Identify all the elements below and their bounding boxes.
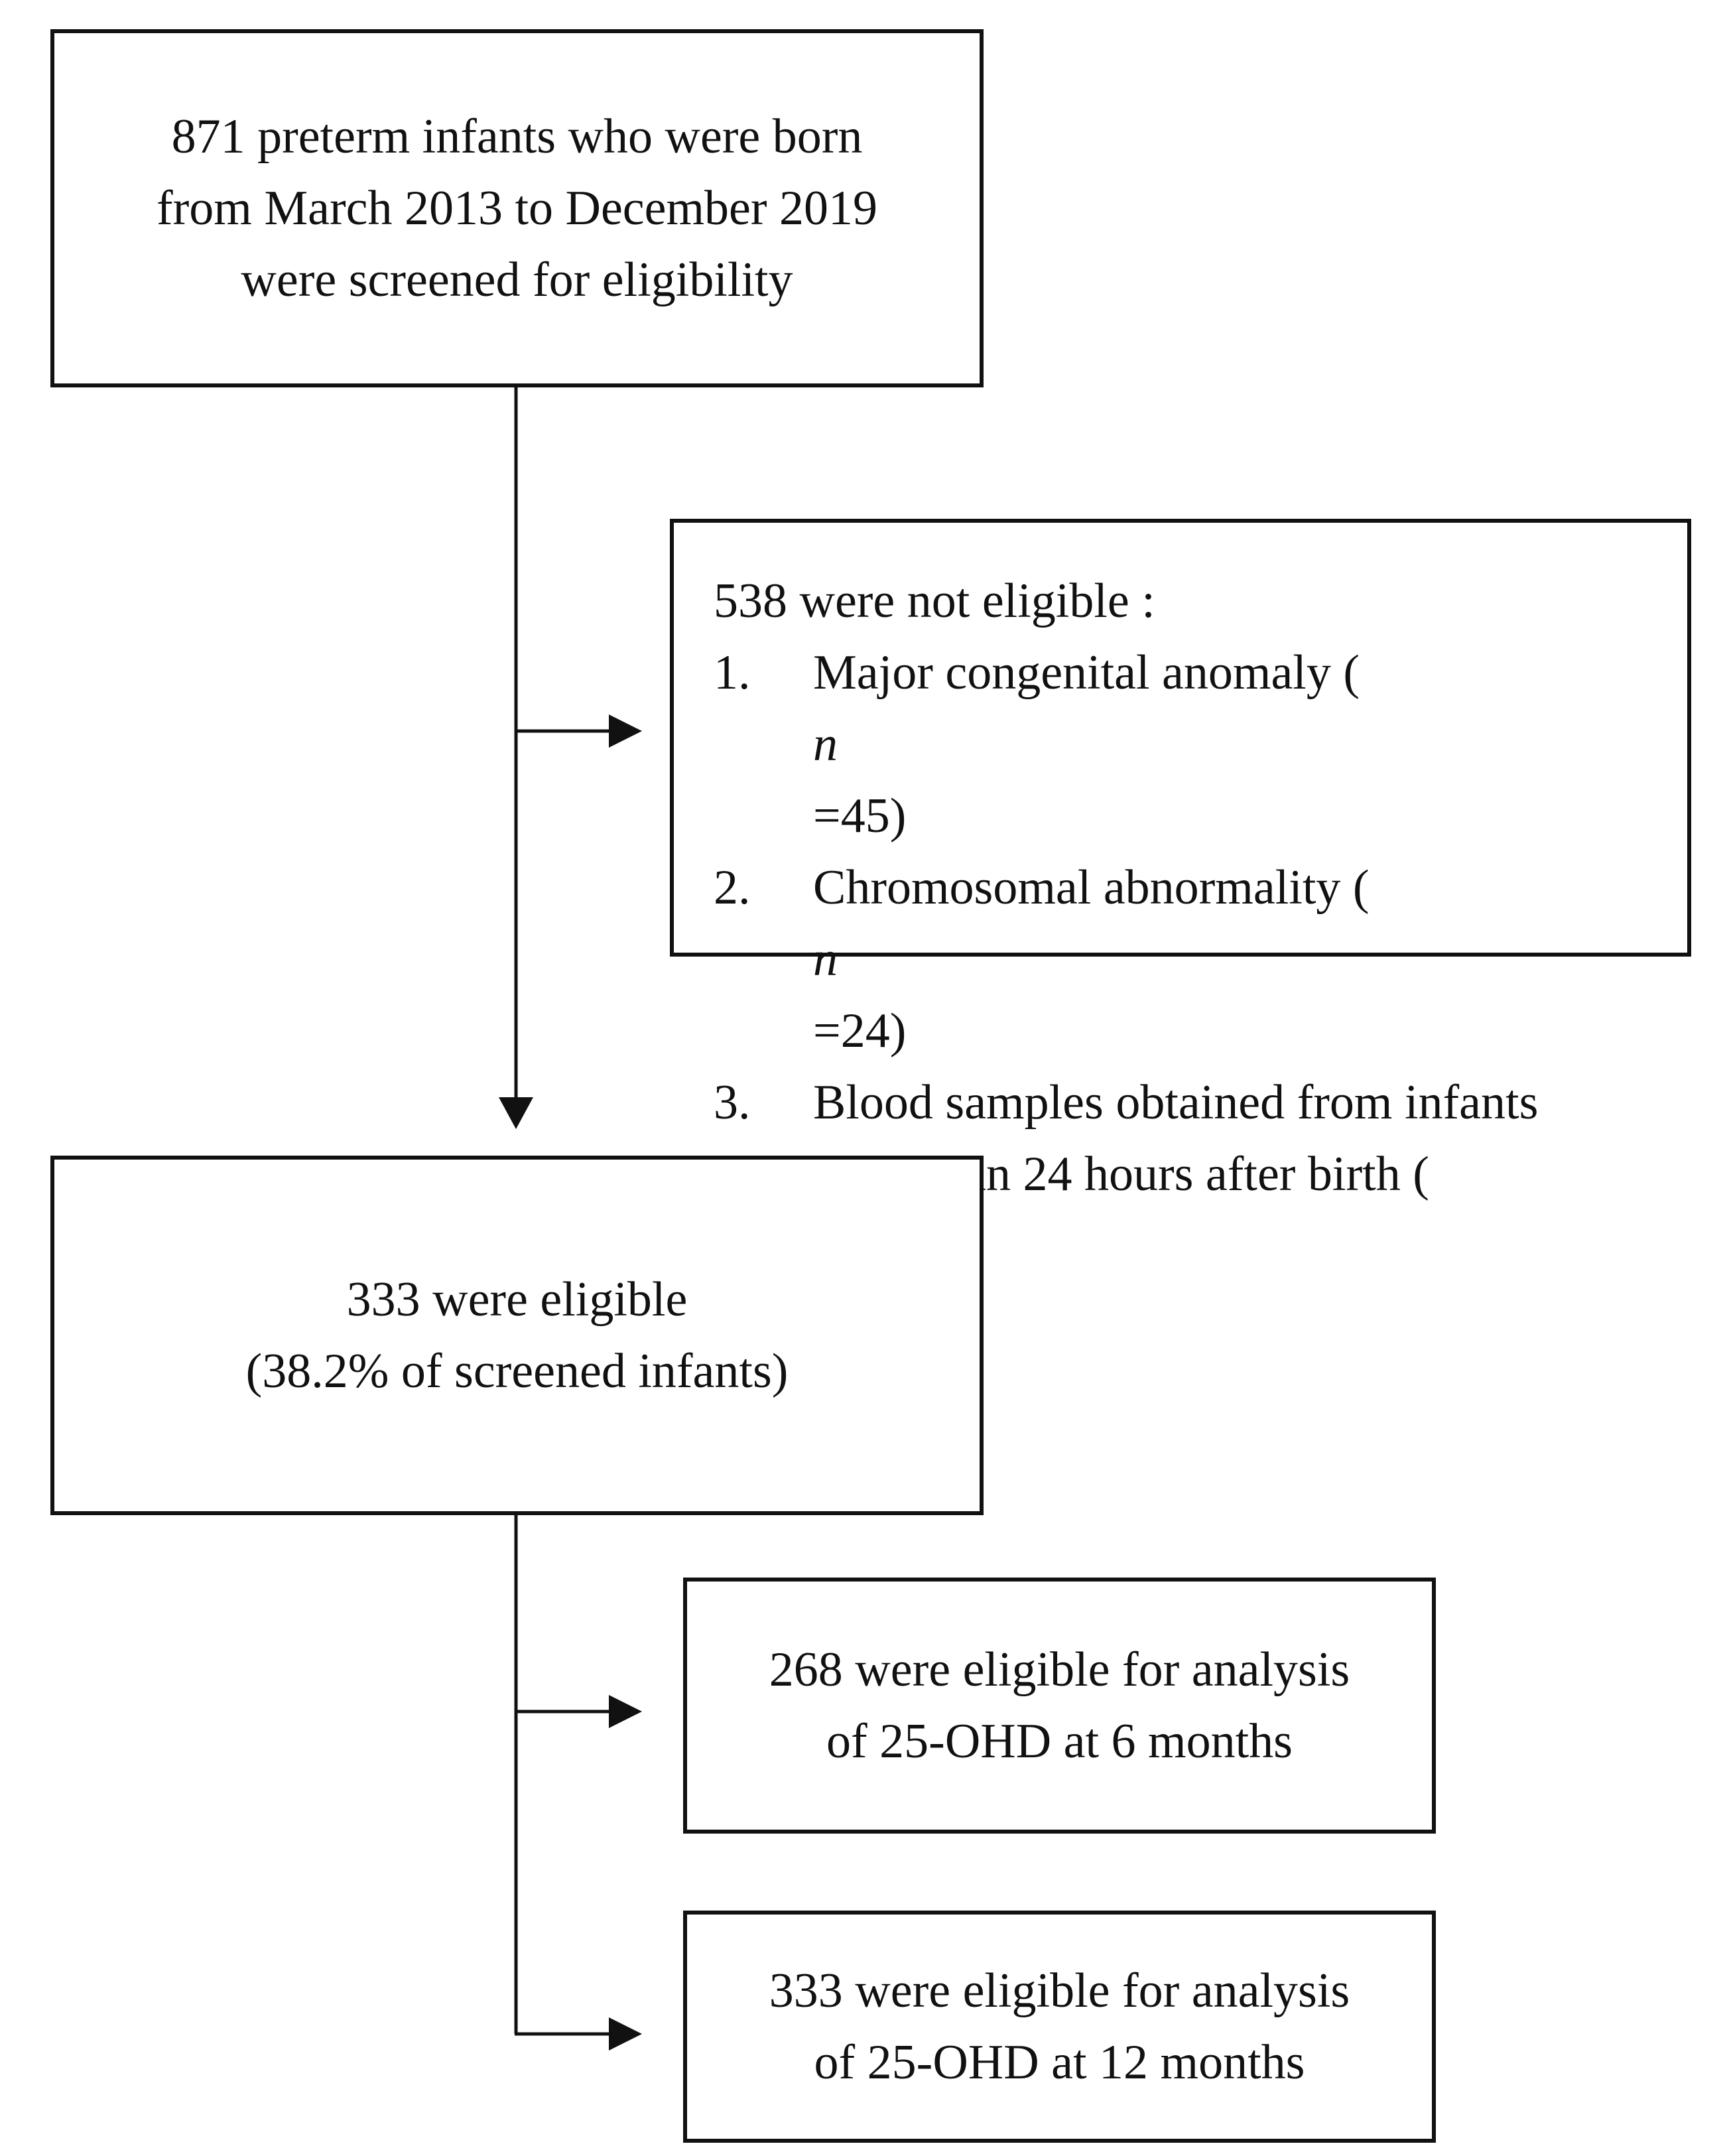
arrowhead-right-icon [609,714,642,748]
exclusion-count: =45) [813,789,907,843]
exclusion-number: 1. [714,645,751,700]
eligible-line-2: (38.2% of screened infants) [245,1344,789,1398]
screened-line-3: were screened for eligibility [241,253,793,307]
six-month-analysis-box: 268 were eligible for analysis of 25-OHD… [683,1578,1436,1834]
exclusion-item-2: 2. Chromosomal abnormality ( n =24) [714,852,1674,1067]
exclusion-text: Chromosomal abnormality ( n =24) [813,852,1370,1067]
eligible-box: 333 were eligible (38.2% of screened inf… [50,1156,984,1515]
arrowhead-right-icon [609,1695,642,1728]
exclusion-item-1: 1. Major congenital anomaly ( n =45) [714,637,1674,852]
twelve-month-line-1: 333 were eligible for analysis [769,1964,1350,2018]
not-eligible-heading: 538 were not eligible : [714,574,1155,628]
six-month-line-2: of 25-OHD at 6 months [826,1714,1293,1769]
exclusion-text-line-1: Blood samples obtained from infants [813,1075,1539,1130]
six-month-line-1: 268 were eligible for analysis [769,1643,1350,1697]
screened-infants-box: 871 preterm infants who were born from M… [50,29,984,387]
exclusion-count: =24) [813,1004,907,1058]
arrowhead-right-icon [609,2017,642,2051]
n-symbol: n [813,717,838,772]
n-symbol: n [813,932,838,986]
exclusion-text-part: Chromosomal abnormality ( [813,860,1370,915]
exclusion-text-part: Major congenital anomaly ( [813,645,1360,700]
exclusion-number: 2. [714,860,751,915]
exclusion-number: 3. [714,1075,751,1130]
not-eligible-content: 538 were not eligible : 1. Major congeni… [714,565,1674,1353]
twelve-month-line-2: of 25-OHD at 12 months [814,2035,1305,2090]
screened-line-1: 871 preterm infants who were born [171,109,863,164]
twelve-month-analysis-box: 333 were eligible for analysis of 25-OHD… [683,1911,1436,2143]
not-eligible-box: 538 were not eligible : 1. Major congeni… [670,519,1691,1345]
screened-line-2: from March 2013 to December 2019 [156,181,878,236]
eligible-line-1: 333 were eligible [346,1272,688,1327]
arrowhead-down-icon [499,1097,533,1129]
exclusion-text: Major congenital anomaly ( n =45) [813,637,1360,852]
